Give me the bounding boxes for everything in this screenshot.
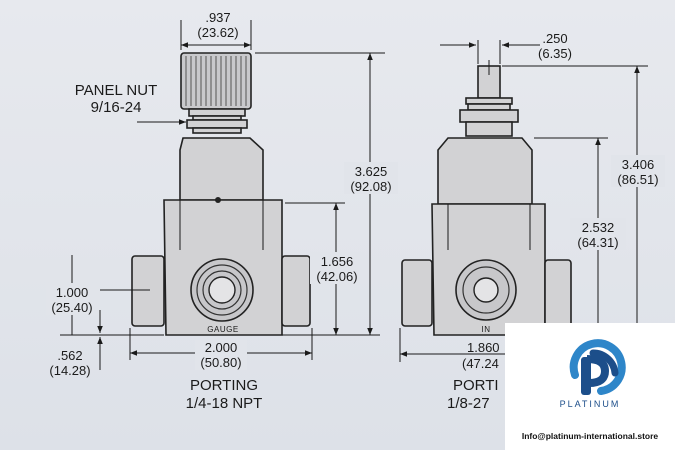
width-right-mm: (47.24 xyxy=(462,356,499,371)
port-center-value: 1.000 xyxy=(56,285,89,300)
left-side-port-right xyxy=(401,259,433,327)
thread-top xyxy=(465,97,513,105)
bonnet-right xyxy=(437,137,533,205)
porting-title-right: PORTI xyxy=(453,377,499,394)
bonnet xyxy=(179,137,264,201)
base-offset-mm: (14.28) xyxy=(49,363,90,378)
gauge-port-tag: GAUGE xyxy=(207,325,238,334)
top-width-value: .937 xyxy=(205,10,230,25)
width-value: 2.000 xyxy=(205,340,238,355)
left-regulator-drawing: GAUGE .937 (23.62) PANEL NUT 9/16-24 3.6… xyxy=(46,10,398,412)
port-height-mm: (42.06) xyxy=(316,269,357,284)
porting-title: PORTING xyxy=(190,377,258,394)
panel-nut-label: PANEL NUT xyxy=(75,82,158,99)
total-height-right-value: 3.406 xyxy=(622,157,655,172)
width-mm: (50.80) xyxy=(200,355,241,370)
thread-ring-lower xyxy=(192,127,242,134)
gauge-label-bg xyxy=(199,324,247,334)
knurl-lines xyxy=(185,56,247,106)
stem-width-value: .250 xyxy=(542,31,567,46)
right-side-port xyxy=(281,255,311,327)
watermark-logo: PLATINUM Info@platinum-international.sto… xyxy=(505,323,675,450)
left-side-port xyxy=(131,255,165,327)
screw-dot xyxy=(215,197,221,203)
port-center-mm: (25.40) xyxy=(51,300,92,315)
logo-name: PLATINUM xyxy=(559,399,621,409)
logo-email[interactable]: Info@platinum-international.store xyxy=(521,431,659,441)
porting-thread: 1/4-18 NPT xyxy=(186,395,263,412)
port-height-value: 1.656 xyxy=(321,254,354,269)
top-width-mm: (23.62) xyxy=(197,25,238,40)
total-height-mm: (92.08) xyxy=(350,179,391,194)
total-height-value: 3.625 xyxy=(355,164,388,179)
panel-nut-right xyxy=(459,109,519,123)
right-regulator-drawing: IN .250 (6.35) 3.406 (86.51) 2.532 (64.3… xyxy=(399,31,665,412)
inlet-port-bore xyxy=(473,277,499,303)
gauge-port-bore xyxy=(208,276,236,304)
panel-nut-thread: 9/16-24 xyxy=(91,99,142,116)
base-offset-value: .562 xyxy=(57,348,82,363)
platinum-logo-icon xyxy=(569,339,626,395)
inlet-port-tag: IN xyxy=(482,325,491,334)
panel-nut xyxy=(186,119,248,129)
total-height-right-mm: (86.51) xyxy=(617,172,658,187)
porting-thread-right: 1/8-27 xyxy=(447,395,490,412)
width-right-value: 1.860 xyxy=(467,340,500,355)
stem-width-mm: (6.35) xyxy=(538,46,572,61)
mid-height-value: 2.532 xyxy=(582,220,615,235)
right-side-port-right xyxy=(544,259,572,327)
panel-nut-top xyxy=(188,108,246,117)
mid-height-mm: (64.31) xyxy=(577,235,618,250)
